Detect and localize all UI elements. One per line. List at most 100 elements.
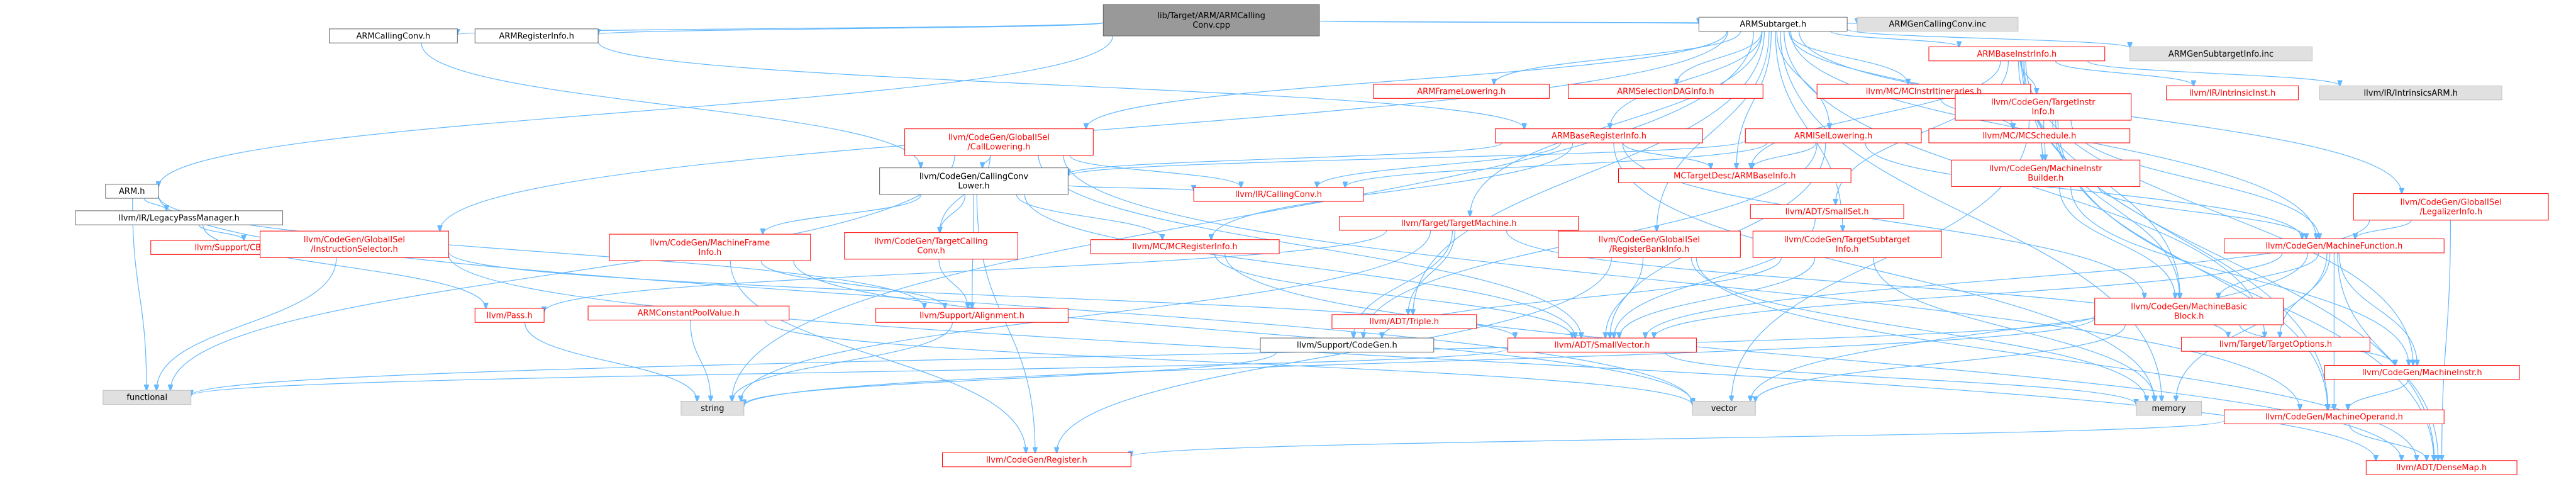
- edge-machinebasicblock-to-vector: [1755, 324, 2126, 402]
- node-intrinsicinst[interactable]: llvm/IR/IntrinsicInst.h: [2166, 85, 2299, 101]
- node-mctargetdesc[interactable]: MCTargetDesc/ARMBaseInfo.h: [1618, 168, 1852, 183]
- node-supportcodegen[interactable]: llvm/Support/CodeGen.h: [1260, 337, 1435, 352]
- edge-armsubtarget-to-mcinstritineraries: [1788, 31, 1908, 84]
- node-label: /LegalizerInfo.h: [2419, 207, 2482, 217]
- node-label: llvm/CodeGen/MachineFrame: [650, 239, 770, 248]
- edge-armbaseinstrinfo-to-intrinsicinst: [2055, 60, 2194, 86]
- edge-armsubtarget-to-gisel_regbankinfo: [1657, 31, 1770, 232]
- edge-armsubtarget-to-targetmachine: [1470, 31, 1763, 217]
- node-machineoperand[interactable]: llvm/CodeGen/MachineOperand.h: [2224, 409, 2445, 424]
- node-alignment[interactable]: llvm/Support/Alignment.h: [875, 308, 1069, 323]
- edge-machineframeinfo-to-vector: [793, 261, 1692, 403]
- node-ircallingconv[interactable]: llvm/IR/CallingConv.h: [1193, 187, 1364, 202]
- node-arm[interactable]: ARM.h: [105, 184, 159, 199]
- node-gisel_legalizerinfo[interactable]: llvm/CodeGen/GlobalISel/LegalizerInfo.h: [2353, 193, 2549, 221]
- node-label: llvm/CodeGen/TargetSubtarget: [1784, 235, 1910, 245]
- node-triple[interactable]: llvm/ADT/Triple.h: [1331, 314, 1477, 329]
- edge-armsubtarget-to-armselectiondaginfo: [1677, 31, 1762, 84]
- node-machineinstr[interactable]: llvm/CodeGen/MachineInstr.h: [2324, 364, 2520, 380]
- node-smallvector[interactable]: llvm/ADT/SmallVector.h: [1507, 337, 1697, 352]
- node-label: ARMRegisterInfo.h: [499, 31, 574, 41]
- edge-armbaseregisterinfo-to-callingconvlower: [1068, 142, 1502, 174]
- edge-gisel_regbankinfo-to-memory: [1690, 257, 2146, 401]
- node-armisellowering[interactable]: ARMISelLowering.h: [1745, 128, 1922, 144]
- node-label: ARMISelLowering.h: [1794, 132, 1872, 141]
- edge-root-to-arm: [158, 36, 1113, 187]
- node-machinefunction[interactable]: llvm/CodeGen/MachineFunction.h: [2224, 239, 2445, 254]
- node-armbaseregisterinfo[interactable]: ARMBaseRegisterInfo.h: [1495, 128, 1703, 144]
- node-label: /CallLowering.h: [967, 142, 1030, 152]
- node-armselectiondaginfo[interactable]: ARMSelectionDAGInfo.h: [1568, 84, 1763, 99]
- node-mcschedule[interactable]: llvm/MC/MCSchedule.h: [1928, 128, 2131, 144]
- node-label: ARMSubtarget.h: [1740, 20, 1806, 30]
- edge-gisel_legalizerinfo-to-machinefunction: [2355, 220, 2412, 239]
- node-armconstantpoolvalue[interactable]: ARMConstantPoolValue.h: [587, 305, 790, 321]
- node-register[interactable]: llvm/CodeGen/Register.h: [942, 452, 1131, 468]
- node-label: llvm/IR/IntrinsicsARM.h: [2364, 89, 2458, 98]
- node-targetmachine[interactable]: llvm/Target/TargetMachine.h: [1339, 216, 1579, 231]
- node-armcallingconv[interactable]: ARMCallingConv.h: [328, 28, 458, 43]
- node-label: llvm/MC/MCInstrItineraries.h: [1866, 87, 1982, 96]
- edge-gisel_legalizerinfo-to-densemap: [2442, 220, 2451, 461]
- node-pass[interactable]: llvm/Pass.h: [474, 308, 545, 323]
- node-armframelowering[interactable]: ARMFrameLowering.h: [1373, 84, 1550, 99]
- node-smallset[interactable]: llvm/ADT/SmallSet.h: [1750, 204, 1904, 219]
- edge-targetmachine-to-triple: [1408, 230, 1456, 315]
- edge-armregisterinfo-to-armbaseregisterinfo: [597, 42, 1524, 128]
- edge-alignment-to-string: [732, 322, 953, 401]
- edge-armbaseregisterinfo-to-ircallingconv: [1317, 142, 1561, 188]
- node-label: llvm/Target/TargetOptions.h: [2219, 340, 2332, 349]
- node-label: llvm/IR/LegacyPassManager.h: [119, 213, 240, 223]
- edge-targetmachine-to-string: [741, 230, 1431, 402]
- edge-armsubtarget-to-mctargetdesc: [1736, 31, 1772, 169]
- edge-machinefunction-to-smallvector: [1654, 252, 2283, 338]
- node-label: functional: [126, 393, 167, 403]
- node-armbaseinstrinfo[interactable]: ARMBaseInstrInfo.h: [1928, 46, 2106, 62]
- node-gisel_regbankinfo[interactable]: llvm/CodeGen/GlobalISel/RegisterBankInfo…: [1558, 230, 1741, 258]
- node-label: llvm/CodeGen/CallingConv: [919, 172, 1029, 181]
- edge-armsubtarget-to-armgensubtargetinfo: [1846, 28, 2130, 48]
- node-label: llvm/ADT/DenseMap.h: [2396, 463, 2487, 473]
- node-label: llvm/IR/IntrinsicInst.h: [2189, 89, 2275, 98]
- node-armsubtarget[interactable]: ARMSubtarget.h: [1698, 16, 1848, 32]
- edge-armbaseinstrinfo-to-targetinstrinfo: [2019, 60, 2036, 94]
- node-mcregisterinfo[interactable]: llvm/MC/MCRegisterInfo.h: [1090, 239, 1280, 254]
- node-armregisterinfo[interactable]: ARMRegisterInfo.h: [474, 28, 599, 43]
- node-legacypassmanager[interactable]: llvm/IR/LegacyPassManager.h: [75, 210, 284, 225]
- edge-legacypassmanager-to-cbindingwrapping: [199, 224, 244, 240]
- edges-layer: [132, 21, 2451, 461]
- node-label: llvm/ADT/SmallVector.h: [1555, 340, 1650, 350]
- edge-machineinstrbuilder-to-machinefunction: [2098, 186, 2306, 239]
- edge-machineinstr-to-machineoperand: [2348, 379, 2409, 410]
- node-targetoptions[interactable]: llvm/Target/TargetOptions.h: [2181, 337, 2370, 352]
- edge-gisel_calllowering-to-smallvector: [1038, 155, 1581, 338]
- edge-pass-to-string: [525, 322, 697, 401]
- edge-machineoperand-to-densemap: [2348, 424, 2427, 460]
- node-label: ARM.h: [119, 187, 145, 196]
- edge-armsubtarget-to-armframelowering: [1494, 31, 1741, 84]
- edge-root-to-armregisterinfo: [598, 22, 1104, 35]
- edge-armbaseinstrinfo-to-mctargetdesc: [1751, 60, 2001, 169]
- node-label: ARMSelectionDAGInfo.h: [1617, 87, 1714, 96]
- edge-arm-to-vector: [158, 194, 1693, 404]
- node-label: /RegisterBankInfo.h: [1609, 245, 1689, 254]
- edge-machinefunction-to-machineinstr: [2338, 252, 2417, 366]
- node-label: llvm/MC/MCSchedule.h: [1982, 132, 2076, 141]
- node-gisel_calllowering[interactable]: llvm/CodeGen/GlobalISel/CallLowering.h: [904, 128, 1094, 156]
- node-label: llvm/CodeGen/Register.h: [986, 456, 1087, 465]
- node-densemap[interactable]: llvm/ADT/DenseMap.h: [2365, 460, 2518, 475]
- node-label: ARMGenCallingConv.inc: [1889, 20, 1987, 30]
- node-gisel_instselector[interactable]: llvm/CodeGen/GlobalISel/InstructionSelec…: [260, 230, 449, 258]
- node-label: ARMGenSubtargetInfo.inc: [2168, 50, 2273, 59]
- edge-smallvector-to-functional: [191, 348, 1509, 396]
- edge-gisel_calllowering-to-machineoperand: [1063, 155, 2300, 410]
